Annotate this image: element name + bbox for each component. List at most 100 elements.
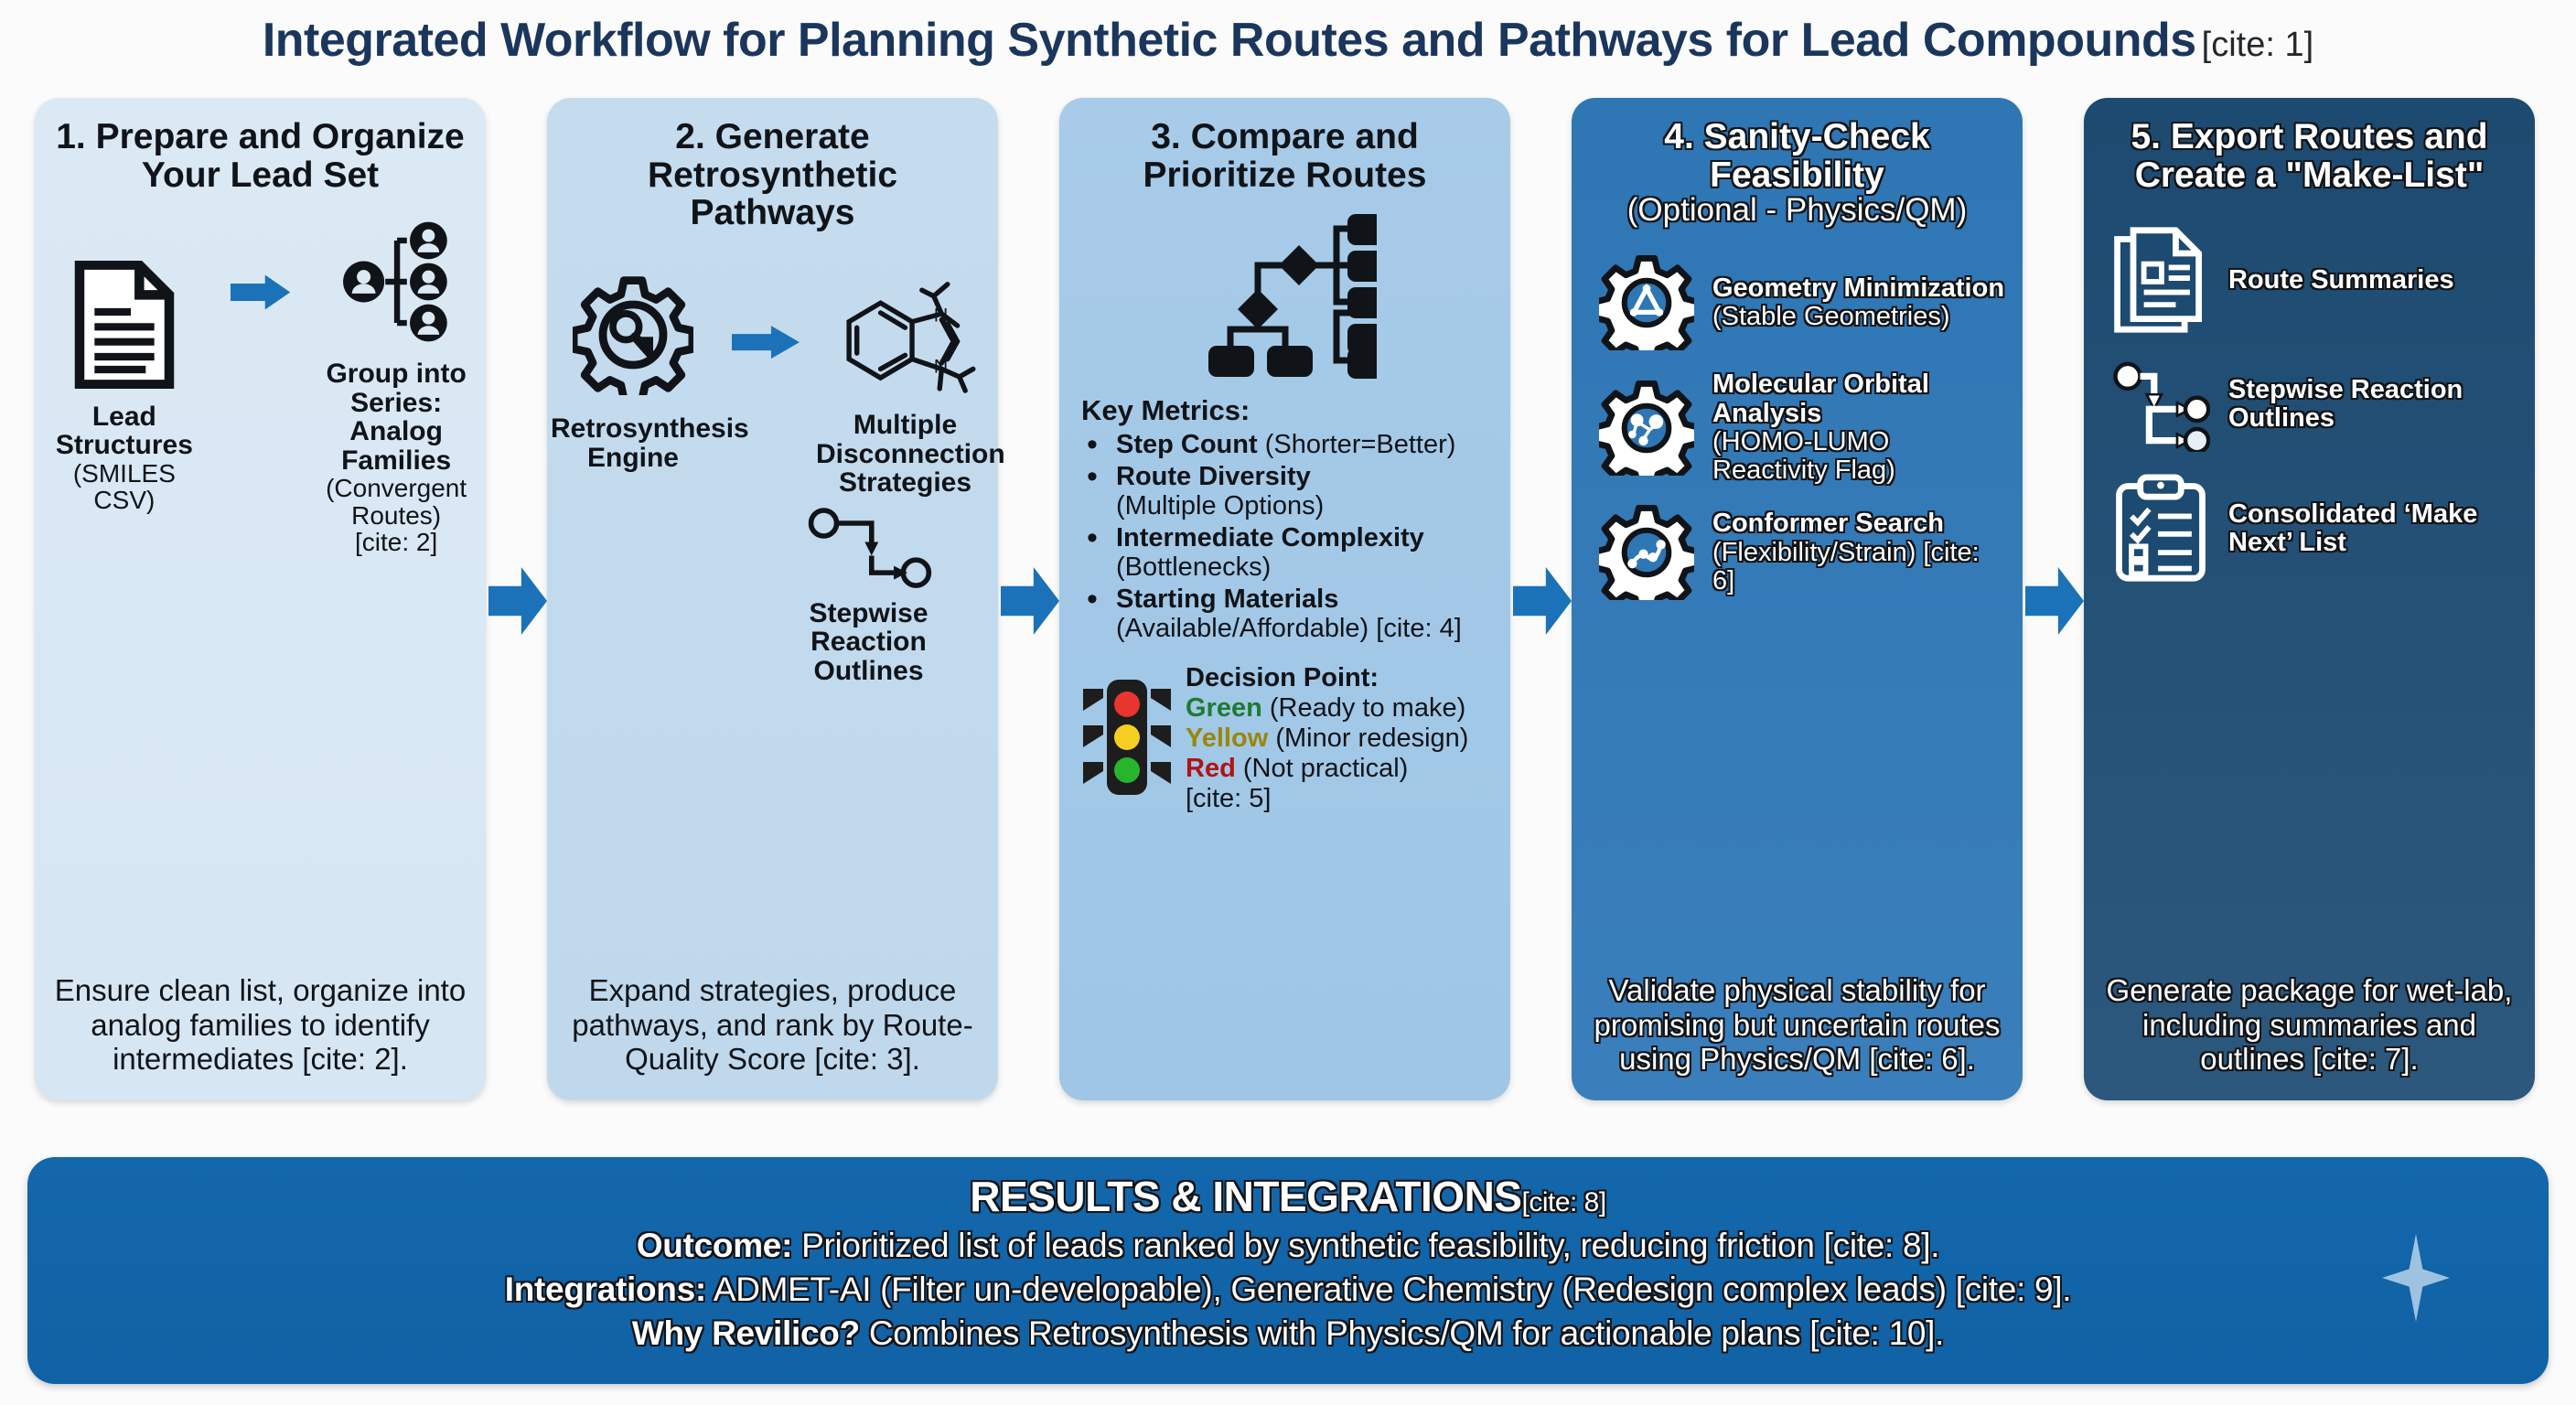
banner-line-outcome: Outcome: Prioritized list of leads ranke…: [27, 1227, 2549, 1265]
step-4-item-conformer: Conformer Search (Flexibility/Strain) [c…: [1599, 505, 2008, 601]
banner-line-text: Prioritized list of leads ranked by synt…: [792, 1227, 1940, 1264]
gear-geometry-icon: [1599, 255, 1694, 351]
documents-stack-icon: [2114, 227, 2202, 334]
step-5-item-route-summaries: Route Summaries: [2111, 225, 2520, 335]
decision-desc: (Not practical): [1235, 753, 1409, 783]
item-note: (Stable Geometries): [1712, 302, 1950, 332]
caption-main: Group into Series: Analog Families: [326, 359, 467, 476]
decision-desc: (Ready to make): [1261, 693, 1466, 724]
decision-label: Green: [1186, 693, 1262, 724]
step-1-heading: 1. Prepare and Organize Your Lead Set: [56, 117, 465, 195]
banner-line-integrations: Integrations: ADMET-AI (Filter un-develo…: [27, 1271, 2549, 1309]
decision-heading: Decision Point:: [1186, 663, 1379, 693]
banner-line-label: Integrations:: [504, 1271, 706, 1308]
decision-desc: (Minor redesign): [1268, 723, 1469, 753]
metrics-heading: Key Metrics:: [1081, 394, 1250, 427]
gear-conformer-icon: [1599, 505, 1694, 601]
metric-item: Step Count (Shorter=Better): [1081, 427, 1496, 463]
step-2-icon-1-caption: Retrosynthesis Engine: [551, 413, 749, 473]
gear-orbital-icon: [1599, 380, 1694, 476]
molecule-structure-icon: N N: [846, 282, 976, 393]
traffic-light-icon: [1083, 680, 1171, 796]
step-1-icon-1-caption: Lead Structures (SMILES CSV): [49, 402, 199, 514]
caption-sub: (SMILES CSV): [72, 458, 176, 515]
gear-search-icon: [569, 276, 697, 403]
step-3-heading: 3. Compare and Prioritize Routes: [1143, 117, 1427, 195]
item-label: Conformer Search: [1712, 509, 1945, 539]
step-card-compare-prioritize-routes[interactable]: 3. Compare and Prioritize Routes: [1059, 98, 1510, 1100]
connector-arrow-2: [1001, 567, 1059, 635]
step-4-item-orbital: Molecular Orbital Analysis (HOMO-LUMO Re…: [1599, 370, 2008, 485]
step-card-export-routes-make-list[interactable]: 5. Export Routes and Create a "Make-List…: [2084, 98, 2535, 1100]
document-icon: [74, 260, 175, 390]
connector-arrow-1: [488, 567, 547, 635]
metric-label: Starting Materials: [1116, 584, 1339, 614]
step-4-heading: 4. Sanity-Check Feasibility: [1664, 117, 1930, 195]
step-2-flow-wrap: Stepwise Reaction Outlines: [562, 507, 983, 686]
metric-label: Intermediate Complexity: [1116, 522, 1424, 552]
svg-text:N: N: [934, 356, 949, 378]
step-1-icon-group: Lead Structures (SMILES CSV): [49, 218, 471, 555]
step-1-footer: Ensure clean list, organize into analog …: [54, 973, 467, 1077]
title-text: Integrated Workflow for Planning Synthet…: [262, 14, 2196, 67]
step-5-item-2-text: Stepwise Reaction Outlines: [2228, 375, 2463, 434]
item-note: (Flexibility/Strain) [cite: 6]: [1712, 537, 1980, 596]
group-hierarchy-icon: [343, 222, 447, 342]
decision-label: Yellow: [1186, 723, 1269, 753]
step-5-item-1-text: Route Summaries: [2228, 264, 2454, 295]
step-5-item-stepwise-outlines: Stepwise Reaction Outlines: [2111, 357, 2520, 453]
step-5-item-make-next-list: Consolidated ‘Make Next’ List: [2111, 474, 2520, 584]
item-label: Geometry Minimization: [1712, 273, 2005, 303]
metric-note: (Available/Affordable) [cite: 4]: [1116, 613, 1462, 643]
step-5-item-3-text: Consolidated ‘Make Next’ List: [2228, 499, 2478, 558]
banner-line-why: Why Revilico? Combines Retrosynthesis wi…: [27, 1314, 2549, 1353]
step-2-icon-group: Retrosynthesis Engine: [551, 274, 1005, 498]
metric-label: Step Count: [1116, 430, 1258, 460]
banner-line-label: Why Revilico?: [631, 1314, 860, 1352]
metric-item: Route Diversity(Multiple Options): [1081, 459, 1496, 521]
metric-label: Route Diversity: [1116, 461, 1311, 491]
banner-line-text: Combines Retrosynthesis with Physics/QM …: [859, 1314, 1945, 1352]
metric-item: Starting Materials(Available/Affordable)…: [1081, 582, 1496, 644]
step-3-icon-wrap: [1074, 209, 1496, 382]
step-4-item-1-text: Geometry Minimization (Stable Geometries…: [1712, 273, 2005, 332]
metric-note: (Shorter=Better): [1257, 430, 1456, 460]
stepwise-flow-icon: [2113, 362, 2210, 453]
decision-label: Red: [1186, 753, 1236, 783]
step-2-footer: Expand strategies, produce pathways, and…: [572, 973, 973, 1077]
decision-citation: [cite: 5]: [1186, 783, 1272, 813]
results-integrations-banner: RESULTS & INTEGRATIONS[cite: 8] Outcome:…: [27, 1157, 2549, 1384]
metric-item: Intermediate Complexity(Bottlenecks): [1081, 520, 1496, 583]
step-1-icon-2-caption: Group into Series: Analog Families (Conv…: [321, 359, 471, 555]
step-card-generate-retrosynthetic-pathways[interactable]: 2. Generate Retrosynthetic Pathways Retr…: [547, 98, 1005, 1100]
decision-point-block: Decision Point: Green (Ready to make) Ye…: [1083, 663, 1496, 813]
banner-line-text: ADMET-AI (Filter un-developable), Genera…: [705, 1271, 2072, 1308]
step-card-prepare-organize-lead-set[interactable]: 1. Prepare and Organize Your Lead Set Le…: [35, 98, 486, 1100]
decision-point-text: Decision Point: Green (Ready to make) Ye…: [1186, 663, 1468, 813]
decision-row-red: Red (Not practical): [1186, 754, 1468, 784]
banner-title-text: RESULTS & INTEGRATIONS: [970, 1173, 1522, 1220]
step-card-sanity-check-feasibility[interactable]: 4. Sanity-Check Feasibility (Optional - …: [1572, 98, 2023, 1100]
banner-title: RESULTS & INTEGRATIONS[cite: 8]: [27, 1172, 2549, 1221]
decision-row-yellow: Yellow (Minor redesign): [1186, 724, 1468, 754]
page-title: Integrated Workflow for Planning Synthet…: [0, 13, 2576, 68]
decision-row-green: Green (Ready to make): [1186, 693, 1468, 724]
caption-sub: (Convergent Routes) [cite: 2]: [326, 474, 467, 557]
step-4-item-geometry: Geometry Minimization (Stable Geometries…: [1599, 255, 2008, 351]
svg-text:N: N: [934, 305, 949, 327]
step-4-item-3-text: Conformer Search (Flexibility/Strain) [c…: [1712, 509, 2008, 595]
stepwise-flow-icon: [808, 507, 931, 588]
step-3-key-metrics: Key Metrics: Step Count (Shorter=Better)…: [1081, 395, 1496, 643]
step-5-heading: 5. Export Routes and Create a "Make-List…: [2131, 117, 2488, 195]
connector-arrow-4: [2025, 567, 2084, 635]
item-label: Molecular Orbital Analysis: [1712, 370, 1929, 428]
step-5-footer: Generate package for wet-lab, including …: [2106, 973, 2513, 1077]
caption-main: Lead Structures: [55, 401, 193, 461]
flow-arrow-icon: [230, 274, 291, 310]
item-note: (HOMO-LUMO Reactivity Flag): [1712, 426, 1895, 486]
flow-arrow-icon: [732, 326, 800, 359]
banner-title-citation: [cite: 8]: [1521, 1187, 1606, 1217]
decision-tree-icon: [1208, 214, 1377, 380]
step-2-heading: 2. Generate Retrosynthetic Pathways: [647, 117, 898, 233]
step-4-item-2-text: Molecular Orbital Analysis (HOMO-LUMO Re…: [1712, 370, 2008, 485]
